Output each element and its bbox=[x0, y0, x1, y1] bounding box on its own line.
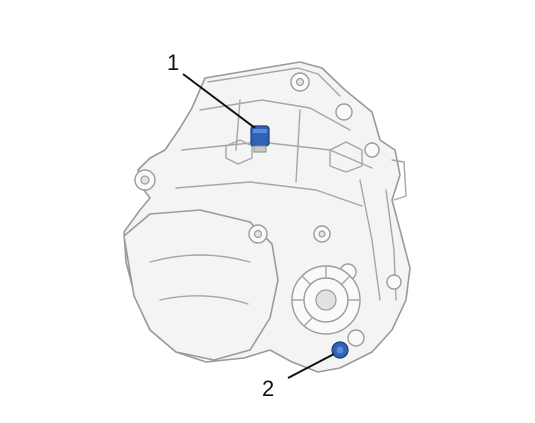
mount-boss bbox=[335, 103, 353, 121]
part-1-plug bbox=[250, 125, 270, 153]
callout-2-label: 2 bbox=[262, 376, 274, 401]
mount-boss bbox=[364, 142, 380, 158]
gearbox-housing bbox=[123, 61, 411, 373]
part-2-drain-plug bbox=[331, 341, 349, 359]
callout-1-label: 1 bbox=[167, 50, 179, 75]
callout-2-leader bbox=[287, 353, 335, 379]
mount-boss bbox=[347, 329, 365, 347]
output-flange bbox=[291, 265, 361, 335]
callout-1-leader bbox=[182, 73, 256, 129]
mount-boss bbox=[386, 274, 402, 290]
